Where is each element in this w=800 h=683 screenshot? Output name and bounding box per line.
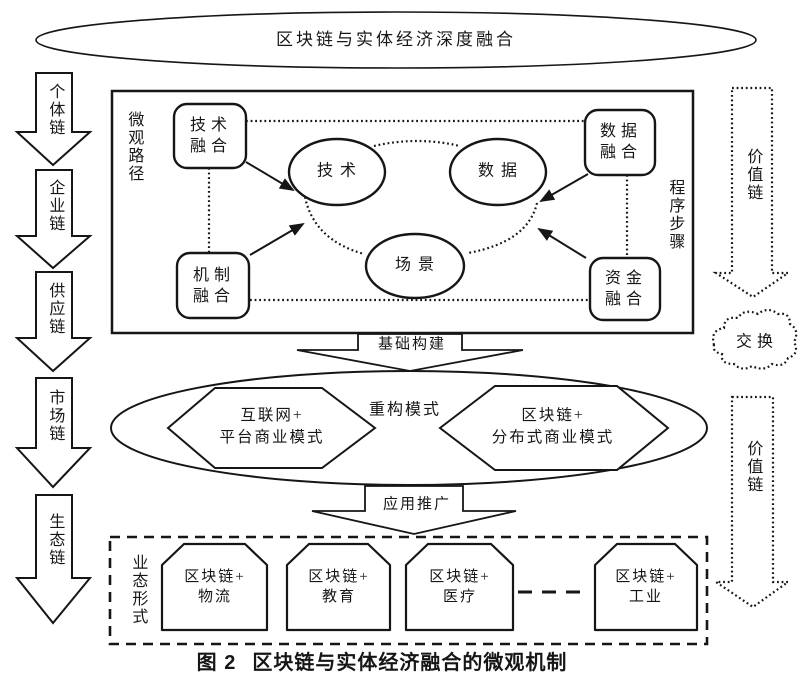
internet-hexagon-line2: 平台商业模式 <box>219 429 325 446</box>
data-ellipse <box>448 137 548 207</box>
data-fusion-box <box>583 108 657 177</box>
scene-ellipse-label: 场景 <box>394 256 442 274</box>
banner-ellipse <box>35 11 757 69</box>
exchange-cloud <box>712 308 798 370</box>
procedure-steps-label: 程序步骤 <box>666 179 684 251</box>
tech-fusion-line2: 融合 <box>189 138 233 155</box>
industry-shape <box>593 542 699 632</box>
logistics-line2: 物流 <box>197 589 232 605</box>
value-chain-arrow-top <box>712 86 792 299</box>
data-fusion-line2: 融合 <box>599 144 643 161</box>
banner-title: 区块链与实体经济深度融合 <box>276 29 516 49</box>
application-promotion-arrow <box>311 485 517 535</box>
chain-label-enterprise: 企业链 <box>46 179 64 233</box>
chain-arrow-market <box>14 377 93 489</box>
foundation-build-arrow <box>296 333 524 372</box>
tech-fusion-label: 技术 融合 <box>190 115 232 157</box>
industry-label: 区块链+ 工业 <box>615 567 676 607</box>
medical-label: 区块链+ 医疗 <box>429 567 490 607</box>
blockchain-hexagon-label: 区块链+ 分布式商业模式 <box>492 405 615 449</box>
caption-text: 区块链与实体经济融合的微观机制 <box>252 652 568 674</box>
tech-ellipse <box>287 137 387 207</box>
chain-arrow-enterprise <box>14 169 93 270</box>
scene-ellipse <box>364 232 466 300</box>
mech-fusion-box <box>175 251 251 320</box>
blockchain-hexagon-line2: 分布式商业模式 <box>491 429 615 446</box>
arrow-techfusion-to-tech <box>245 161 295 192</box>
chain-arrow-supply <box>14 271 93 373</box>
chain-label-individual: 个体链 <box>46 83 64 137</box>
data-ellipse-label: 数据 <box>477 162 525 180</box>
fund-fusion-label: 资金 融合 <box>605 268 647 310</box>
industry-line2: 工业 <box>628 589 663 605</box>
data-fusion-label: 数据 融合 <box>600 121 642 163</box>
education-line2: 教育 <box>321 589 356 605</box>
internet-hexagon <box>166 387 377 469</box>
logistics-line1: 区块链+ <box>184 569 246 585</box>
education-label: 区块链+ 教育 <box>308 567 369 607</box>
fund-fusion-line1: 资金 <box>604 270 648 287</box>
caption-number: 图 2 <box>196 652 237 674</box>
mech-fusion-line2: 融合 <box>192 288 236 305</box>
internet-hexagon-line1: 互联网+ <box>240 407 304 424</box>
value-chain-arrow-bottom <box>712 395 792 609</box>
mech-fusion-label: 机制 融合 <box>193 265 235 307</box>
education-line1: 区块链+ <box>308 569 370 585</box>
chain-label-supply: 供应链 <box>46 282 64 336</box>
business-forms-box <box>108 535 709 646</box>
medical-line2: 医疗 <box>442 589 477 605</box>
blockchain-hexagon-line1: 区块链+ <box>521 407 585 424</box>
remodel-mode-label: 重构模式 <box>368 401 442 419</box>
logistics-label: 区块链+ 物流 <box>184 567 245 607</box>
figure-caption: 图 2 区块链与实体经济融合的微观机制 <box>197 650 568 676</box>
chain-label-ecology: 生态链 <box>46 513 64 567</box>
arrow-datafusion-to-data <box>539 173 589 202</box>
tech-ellipse-label: 技术 <box>316 162 364 180</box>
chain-label-market: 市场链 <box>46 389 64 443</box>
education-shape <box>285 542 392 632</box>
micro-path-label: 微观路径 <box>125 111 143 183</box>
arrow-mechfusion-to-cycle <box>249 222 305 256</box>
blockchain-hexagon <box>438 385 670 471</box>
value-chain-top-label: 价值链 <box>744 148 762 202</box>
business-forms-label: 业态形式 <box>129 554 147 626</box>
chain-arrow-individual <box>14 72 93 167</box>
logistics-shape <box>160 542 269 632</box>
fund-fusion-line2: 融合 <box>604 291 648 308</box>
data-fusion-line1: 数据 <box>599 123 643 140</box>
foundation-build-label: 基础构建 <box>377 336 447 353</box>
mech-fusion-line1: 机制 <box>192 267 236 284</box>
chain-arrow-ecology <box>14 494 93 625</box>
tech-fusion-line1: 技术 <box>189 117 233 134</box>
dotted-arc-right <box>467 202 539 255</box>
industry-line1: 区块链+ <box>615 569 677 585</box>
medical-shape <box>404 542 515 632</box>
exchange-label: 交换 <box>735 333 779 351</box>
value-chain-bottom-label: 价值链 <box>744 440 762 494</box>
medical-line1: 区块链+ <box>429 569 491 585</box>
fund-fusion-box <box>588 256 662 322</box>
arrow-fundfusion-to-cycle <box>537 227 587 259</box>
application-promotion-label: 应用推广 <box>382 496 452 513</box>
internet-hexagon-label: 互联网+ 平台商业模式 <box>219 405 324 449</box>
